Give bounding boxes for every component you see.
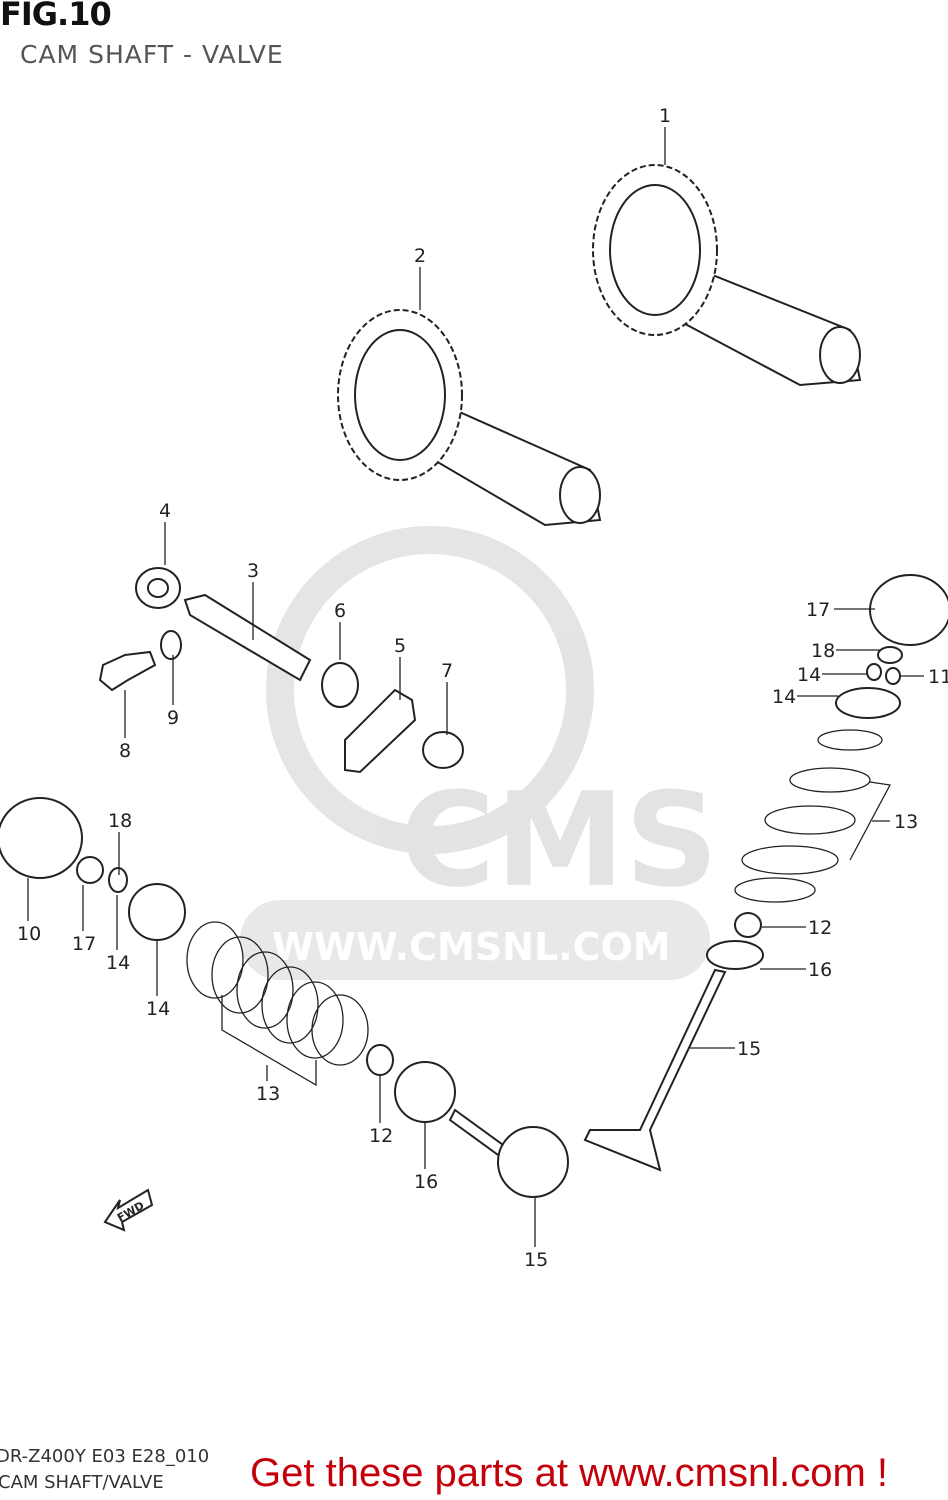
watermark-url: WWW.CMSNL.COM [272,925,671,969]
figure-number: FIG.10 [0,0,112,33]
valve-springs-right [734,729,883,903]
footer-section-title: CAM SHAFT/VALVE [0,1472,164,1493]
callout-14: 14 [146,998,170,1020]
tappet-left [0,797,83,879]
cmsnl-watermark: CMS WWW.CMSNL.COM [240,526,718,980]
callout-6: 6 [334,600,346,622]
callout-5: 5 [394,635,406,657]
callout-15: 15 [737,1038,761,1060]
lever [344,688,417,774]
callout-7: 7 [441,660,453,682]
valve-springs-left [186,921,369,1066]
collar [422,731,464,769]
callout-2: 2 [414,245,426,267]
tappet-right [869,574,948,646]
model-code: DR-Z400Y E03 E28_010 [0,1446,210,1467]
washer [160,630,182,660]
figure-title: CAM SHAFT - VALVE [20,40,284,69]
bracket-line [221,995,317,1087]
callout-9: 9 [167,707,179,729]
callout-11: 11 [928,666,948,688]
callout-3: 3 [247,560,259,582]
bracket-line [849,781,892,861]
callout-15: 15 [524,1249,548,1271]
callout-14: 14 [772,686,796,708]
watermark-logo-text: CMS [400,764,718,916]
retainer-right [835,687,901,719]
callout-12: 12 [369,1125,393,1147]
callout-18: 18 [108,810,132,832]
bolt [98,650,157,692]
retainer-left [128,883,186,941]
callout-1: 1 [659,105,671,127]
decomp-shaft [183,593,312,682]
valve-right [583,968,727,1172]
callout-16: 16 [808,959,832,981]
callout-14: 14 [106,952,130,974]
callout-8: 8 [119,740,131,762]
callout-18: 18 [811,640,835,662]
callout-17: 17 [72,933,96,955]
callout-4: 4 [159,500,171,522]
fwd-arrow-icon: FWD [103,1188,154,1232]
callout-10: 10 [17,923,41,945]
callout-12: 12 [808,917,832,939]
callout-16: 16 [414,1171,438,1193]
spring-seat-left [394,1061,456,1123]
spring [321,662,359,708]
camshaft-intake [592,164,862,387]
callout-14: 14 [797,664,821,686]
spring-seat-right [706,940,764,970]
callout-13: 13 [256,1083,280,1105]
callout-17: 17 [806,599,830,621]
camshaft-exhaust [337,309,602,527]
promo-link[interactable]: Get these parts at www.cmsnl.com ! [250,1451,888,1495]
callout-13: 13 [894,811,918,833]
